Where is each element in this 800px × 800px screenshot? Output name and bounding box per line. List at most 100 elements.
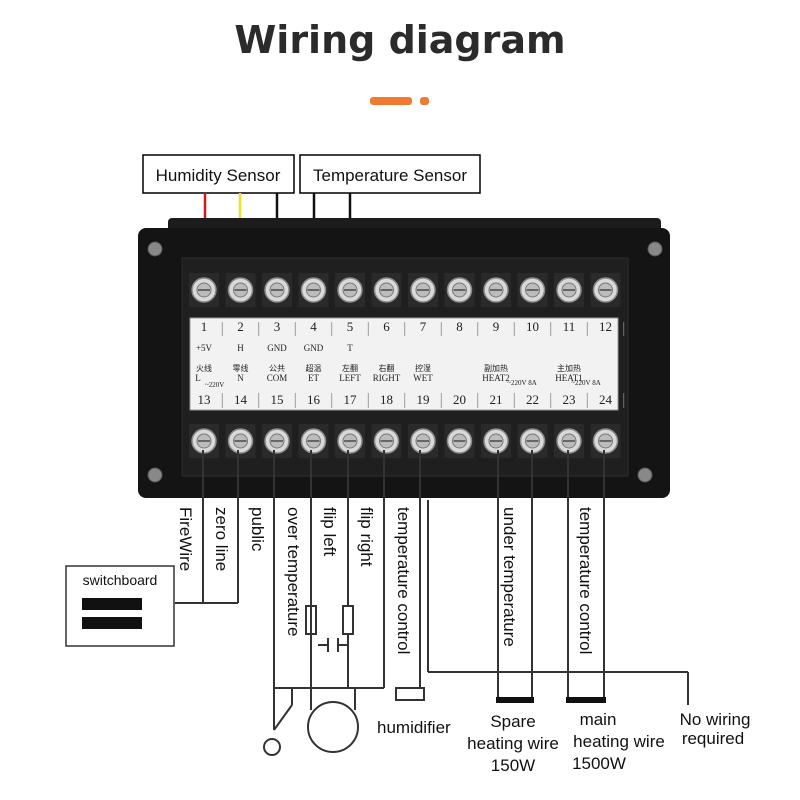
terminal-number-bottom: 19 [417, 392, 430, 407]
main-heater-line-2: heating wire [573, 732, 665, 751]
screw-top-left [147, 241, 163, 257]
terminal-screw-bottom-19 [408, 424, 438, 458]
terminal-number-top: 12 [599, 319, 612, 334]
terminal-cn-label: 副加热 [484, 363, 508, 373]
terminal-number-top: 6 [383, 319, 390, 334]
switchboard-label: switchboard [83, 572, 158, 588]
spare-heating-wire-icon [496, 697, 534, 703]
terminal-screw-bottom-21 [481, 424, 511, 458]
terminal-screw-bottom-16 [298, 424, 329, 458]
voltage-ln-label: ~220V [205, 381, 224, 389]
terminal-signal-top: GND [267, 343, 287, 353]
terminal-screw-top-5 [335, 273, 365, 307]
humidity-sensor-box [142, 154, 295, 194]
terminal-label-plate [189, 317, 619, 411]
terminal-screw-bottom-18 [371, 424, 402, 458]
terminal-screws-top [189, 273, 621, 307]
terminal-cn-label: 右翻 [379, 363, 395, 373]
terminal-number-bottom: 22 [526, 392, 539, 407]
terminal-number-bottom: 15 [271, 392, 284, 407]
spare-heater-line-3: 150W [491, 756, 535, 775]
terminal-signal-bottom: WET [413, 373, 433, 383]
switchboard-bar-bottom [82, 617, 142, 629]
main-heater-line-3: 1500W [572, 754, 626, 773]
screw-bottom-left [147, 467, 163, 483]
voltage-heat1-label: ~220V 8A [571, 379, 601, 387]
switchboard-bar-top [82, 598, 142, 610]
terminal-number-bottom: 16 [307, 392, 321, 407]
wire-label-under-temperature: under temperature [500, 507, 519, 647]
terminal-screw-bottom-15 [262, 424, 292, 458]
terminal-signal-top: T [347, 343, 353, 353]
terminal-cn-label: 主加热 [557, 363, 581, 373]
terminal-number-top: 3 [274, 319, 281, 334]
terminal-screw-top-11 [554, 273, 584, 307]
terminal-signal-bottom: ET [308, 373, 319, 383]
terminal-screw-bottom-17 [335, 424, 365, 458]
terminal-screw-top-7 [408, 273, 438, 307]
terminal-screw-top-6 [371, 273, 402, 307]
output-wiring [175, 450, 689, 756]
terminal-signal-top: +5V [196, 343, 213, 353]
voltage-heat2-label: ~220V 8A [507, 379, 537, 387]
terminal-number-bottom: 13 [198, 392, 211, 407]
terminal-signal-bottom: N [237, 373, 244, 383]
wire-label-over-temperature: over temperature [284, 507, 303, 636]
terminal-cn-label: 超温 [306, 363, 322, 373]
terminal-number-top: 4 [310, 319, 317, 334]
terminal-number-top: 5 [347, 319, 354, 334]
diagram-title: Wiring diagram [234, 18, 565, 62]
terminal-cn-label: 控湿 [415, 363, 431, 373]
terminal-signal-bottom: COM [267, 373, 288, 383]
terminal-signal-top: GND [304, 343, 324, 353]
terminal-screws-bottom [189, 424, 621, 458]
terminal-number-top: 10 [526, 319, 539, 334]
terminal-screw-top-3 [262, 273, 292, 307]
screw-bottom-right [637, 467, 653, 483]
terminal-screw-top-1 [189, 273, 219, 307]
terminal-signal-bottom: LEFT [339, 373, 361, 383]
terminal-screw-top-4 [298, 273, 329, 307]
terminal-cn-label: 左翻 [342, 363, 358, 373]
terminal-number-top: 1 [201, 319, 208, 334]
terminal-number-bottom: 23 [563, 392, 576, 407]
terminal-signal-bottom: L [195, 373, 201, 383]
terminal-signal-bottom: HEAT2 [482, 373, 510, 383]
terminal-screw-top-10 [517, 273, 548, 307]
no-wiring-line-2: required [682, 729, 744, 748]
screw-top-right [647, 241, 663, 257]
terminal-number-bottom: 17 [344, 392, 358, 407]
main-heater-line-1: main [580, 710, 617, 729]
humidity-sensor-label: Humidity Sensor [156, 166, 281, 185]
terminal-number-top: 2 [237, 319, 244, 334]
terminal-number-top: 8 [456, 319, 463, 334]
wire-label-temperature-control: temperature control [394, 507, 413, 654]
main-heating-wire-icon [566, 697, 606, 703]
wire-label-flip-left: flip left [320, 507, 339, 556]
no-wiring-line-1: No wiring [680, 710, 751, 729]
terminal-number-top: 11 [563, 319, 576, 334]
terminal-screw-top-9 [481, 273, 511, 307]
wire-label-flip-right: flip right [357, 507, 376, 567]
temperature-sensor-box [299, 154, 481, 194]
title-accent-dot [420, 97, 429, 105]
terminal-screw-top-12 [590, 273, 621, 307]
wire-label-firewire: FireWire [176, 507, 195, 571]
wire-label-zero-line: zero line [212, 507, 231, 571]
terminal-screw-bottom-14 [225, 424, 256, 458]
terminal-signal-bottom: RIGHT [373, 373, 401, 383]
spare-heater-line-1: Spare [490, 712, 535, 731]
spare-heater-line-2: heating wire [467, 734, 559, 753]
terminal-number-top: 7 [420, 319, 427, 334]
terminal-cn-label: 火线 [196, 363, 212, 373]
terminal-screw-top-8 [444, 273, 475, 307]
terminal-number-bottom: 24 [599, 392, 613, 407]
terminal-signal-top: H [237, 343, 244, 353]
terminal-number-bottom: 20 [453, 392, 466, 407]
terminal-number-bottom: 18 [380, 392, 393, 407]
terminal-number-top: 9 [493, 319, 500, 334]
temperature-sensor-label: Temperature Sensor [313, 166, 467, 185]
title-accent-bar [370, 97, 412, 105]
wire-label-public: public [248, 507, 267, 552]
